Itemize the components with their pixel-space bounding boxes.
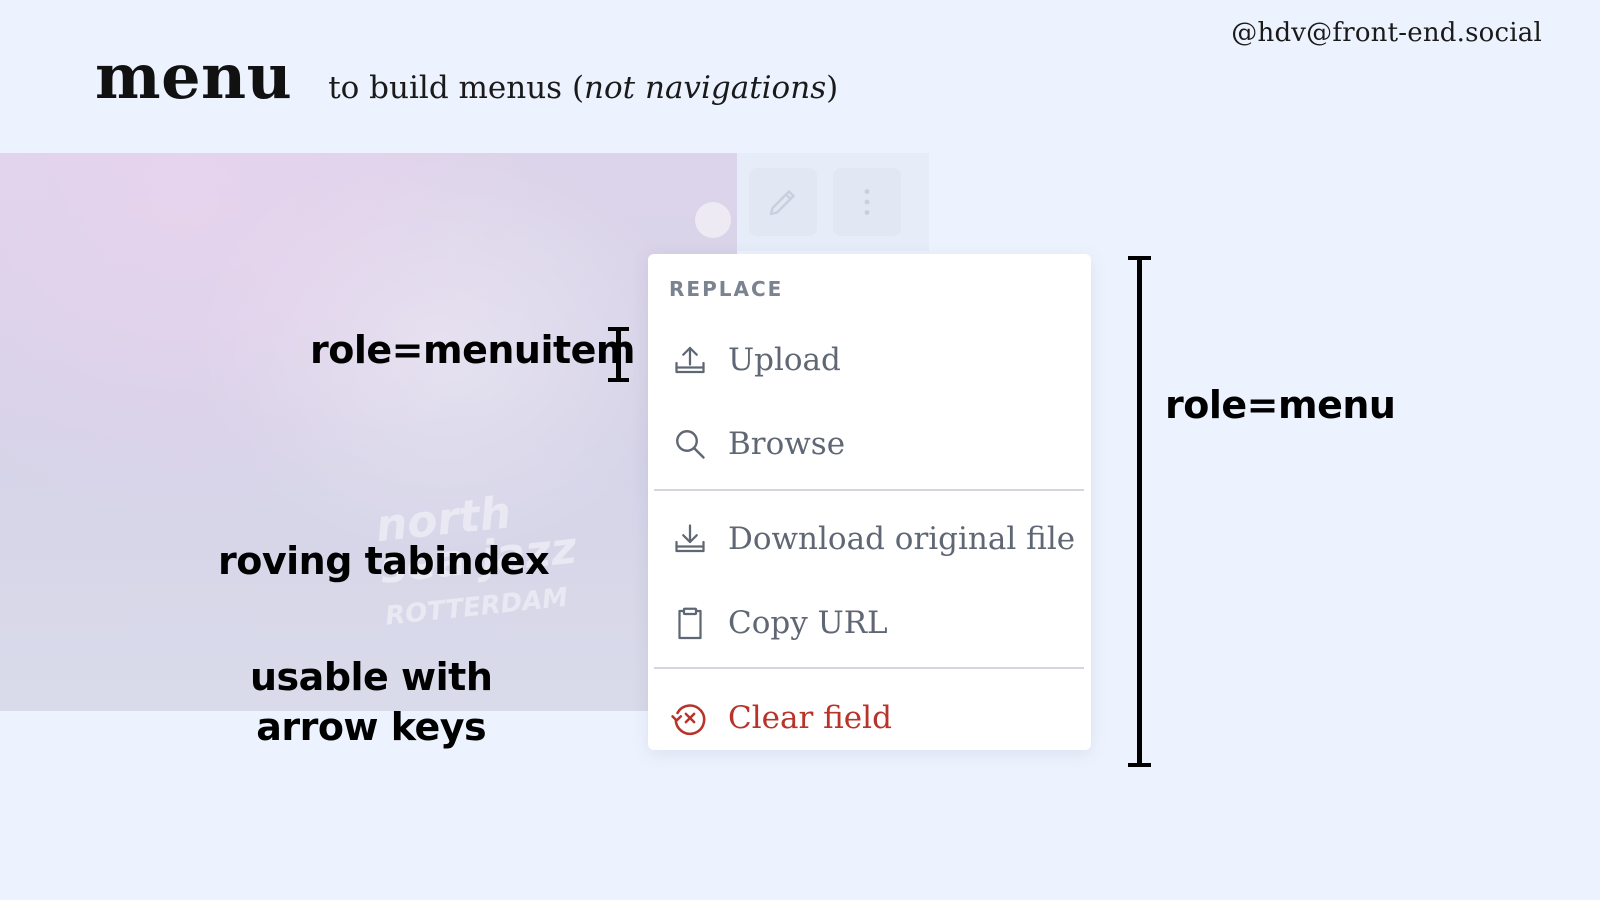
menuitem-bracket-bottom [608, 378, 629, 382]
more-vertical-icon [864, 189, 870, 215]
menu-bracket-top [1128, 256, 1151, 260]
menuitem-bracket [616, 329, 621, 379]
subtitle-prefix: to build menus ( [328, 70, 585, 106]
menu-item-upload[interactable]: Upload [648, 325, 1091, 395]
annotation-role-menu: role=menu [1165, 383, 1396, 427]
menu-item-label: Copy URL [728, 605, 888, 641]
annotation-arrow-keys-line1: usable with [250, 655, 493, 699]
replace-menu: REPLACE [648, 254, 1091, 750]
download-icon [670, 519, 710, 559]
background-photo: north sea jazz ROTTERDAM [0, 153, 737, 711]
subtitle-italic: not navigations [584, 70, 827, 106]
clear-icon [670, 698, 710, 738]
annotation-arrow-keys: usable with arrow keys [250, 652, 493, 752]
upload-icon [670, 340, 710, 380]
menu-item-label: Browse [728, 426, 846, 462]
annotation-roving-tabindex: roving tabindex [218, 539, 550, 583]
edit-button[interactable] [749, 168, 817, 236]
menuitem-bracket-top [608, 327, 629, 331]
slide-subtitle: to build menus (not navigations) [328, 70, 838, 106]
menu-item-copy-url[interactable]: Copy URL [648, 588, 1091, 658]
menu-item-download-original-file[interactable]: Download original file [648, 504, 1091, 574]
menu-item-label: Download original file [728, 521, 1076, 557]
menu-item-clear-field[interactable]: Clear field [648, 683, 1091, 753]
author-handle: @hdv@front-end.social [1231, 18, 1542, 48]
slide-header: menu to build menus (not navigations) [95, 40, 838, 113]
search-icon [670, 424, 710, 464]
menu-item-browse[interactable]: Browse [648, 409, 1091, 479]
menu-bracket [1137, 258, 1142, 765]
menu-separator [654, 667, 1084, 669]
subtitle-suffix: ) [826, 70, 839, 106]
annotation-role-menuitem: role=menuitem [310, 328, 636, 372]
menu-item-label: Clear field [728, 700, 892, 736]
menu-separator [654, 489, 1084, 491]
menu-item-label: Upload [728, 342, 841, 378]
annotation-arrow-keys-line2: arrow keys [256, 705, 487, 749]
slide-title: menu [95, 40, 293, 113]
menu-heading: REPLACE [669, 277, 784, 301]
background-logo [695, 202, 731, 238]
menu-bracket-bottom [1128, 763, 1151, 767]
pencil-icon [769, 190, 795, 216]
clipboard-icon [670, 603, 710, 643]
more-options-button[interactable] [833, 168, 901, 236]
